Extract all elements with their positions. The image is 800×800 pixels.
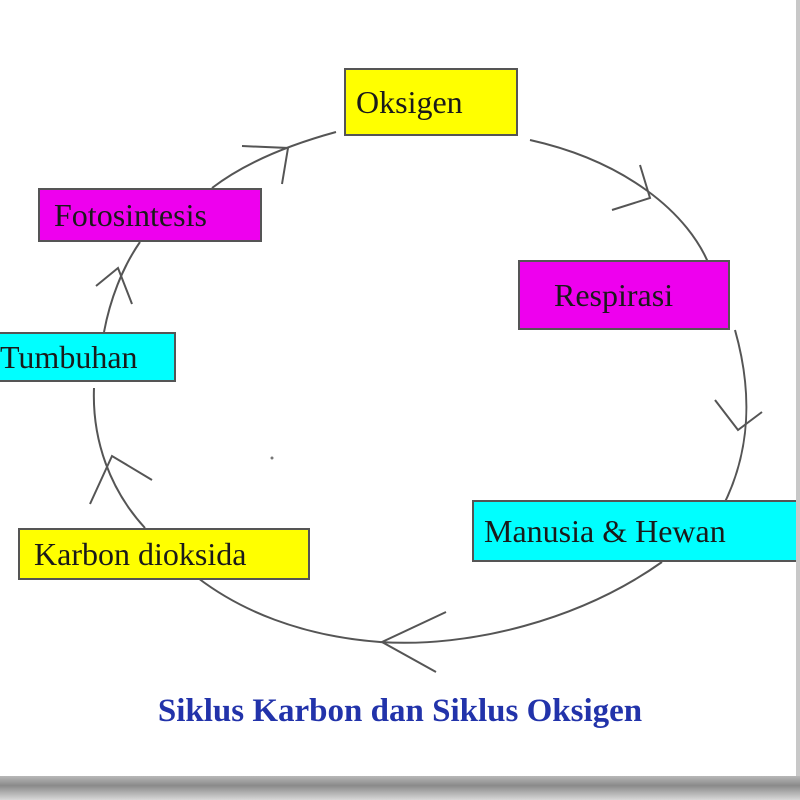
arrowhead-fotosintesis-oksigen	[241, 145, 290, 185]
diagram-caption: Siklus Karbon dan Siklus Oksigen	[157, 693, 643, 729]
arrowhead-manusia-karbon	[379, 611, 447, 673]
connector-tumbuhan-fotosintesis	[103, 241, 141, 333]
arrowhead-tumbuhan-fotosintesis	[95, 266, 133, 305]
stray-dot	[270, 456, 274, 460]
node-fotosintesis: Fotosintesis	[38, 188, 262, 242]
node-respirasi: Respirasi	[518, 260, 730, 330]
node-karbon-dioksida-label: Karbon dioksida	[34, 536, 247, 572]
node-manusia-hewan-label: Manusia & Hewan	[484, 513, 726, 549]
node-oksigen-label: Oksigen	[356, 84, 463, 120]
image-frame-bottom	[0, 776, 800, 800]
connector-oksigen-respirasi	[529, 139, 713, 273]
connector-manusia-karbon	[197, 561, 663, 644]
node-respirasi-label: Respirasi	[554, 277, 674, 313]
node-karbon-dioksida: Karbon dioksida	[18, 528, 310, 580]
node-tumbuhan: Tumbuhan	[0, 332, 176, 382]
node-manusia-hewan: Manusia & Hewan	[472, 500, 800, 562]
connector-karbon-tumbuhan	[92, 387, 146, 529]
connector-respirasi-manusia	[721, 329, 748, 509]
arrowhead-karbon-tumbuhan	[89, 454, 153, 505]
image-frame-edge	[796, 0, 800, 776]
node-tumbuhan-label: Tumbuhan	[0, 339, 138, 375]
arrowhead-respirasi-manusia	[714, 399, 763, 432]
connector-fotosintesis-oksigen	[211, 131, 337, 189]
node-oksigen: Oksigen	[344, 68, 518, 136]
arrowhead-oksigen-respirasi	[611, 164, 652, 211]
node-fotosintesis-label: Fotosintesis	[54, 197, 207, 233]
